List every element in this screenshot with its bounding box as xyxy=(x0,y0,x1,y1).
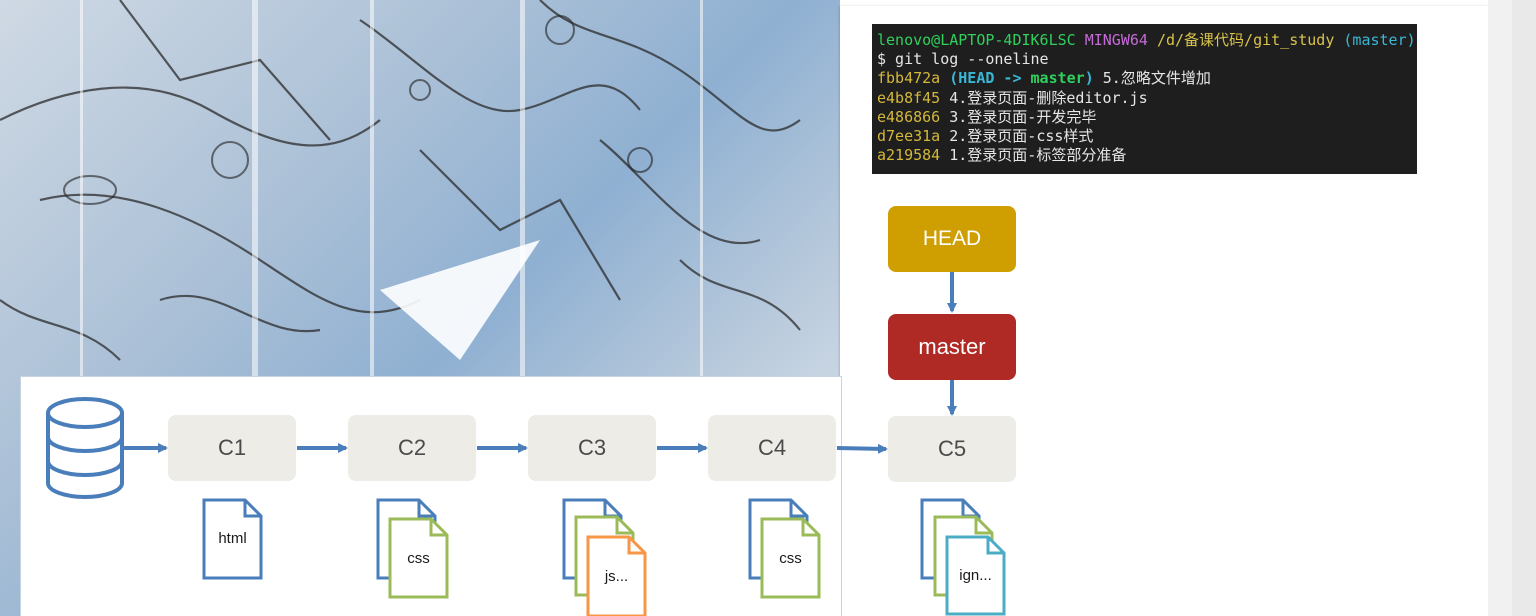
commit-c4: C4 xyxy=(708,415,836,481)
file-label-gitignore: ign... xyxy=(959,567,992,584)
log-line: e486866 3.登录页面-开发完毕 xyxy=(877,108,1417,127)
terminal-command: $ git log --oneline xyxy=(877,50,1049,69)
refs-close: ) xyxy=(1084,69,1094,88)
prompt-branch: (master) xyxy=(1343,31,1416,49)
commit-hash: a219584 xyxy=(877,146,941,165)
commit-hash: fbb472a xyxy=(877,69,941,88)
document-icon xyxy=(376,498,449,599)
document-icon xyxy=(748,498,821,599)
prompt-env: MINGW64 xyxy=(1084,31,1148,49)
commit-c1: C1 xyxy=(168,415,296,481)
file-label-css: css xyxy=(407,550,430,567)
head-ref: HEAD -> xyxy=(958,69,1022,88)
commit-message: 1.登录页面-标签部分准备 xyxy=(949,146,1127,165)
commit-message: 2.登录页面-css样式 xyxy=(949,127,1094,146)
file-label-html: html xyxy=(218,530,247,547)
commit-hash: e486866 xyxy=(877,107,941,126)
git-terminal: lenovo@LAPTOP-4DIK6LSC MINGW64 /d/备课代码/g… xyxy=(872,24,1417,174)
log-line: fbb472a (HEAD -> master) 5.忽略文件增加 xyxy=(877,69,1417,88)
commit-c5: C5 xyxy=(888,416,1016,482)
sketch-illustration xyxy=(0,0,801,361)
prompt-path: /d/备课代码/git_study xyxy=(1156,31,1335,49)
commit-message: 4.登录页面-删除editor.js xyxy=(949,88,1148,107)
head-pointer: HEAD xyxy=(888,206,1016,272)
terminal-prompt-line: lenovo@LAPTOP-4DIK6LSC MINGW64 /d/备课代码/g… xyxy=(877,31,1417,50)
scrollbar[interactable] xyxy=(1488,0,1536,616)
commit-hash: d7ee31a xyxy=(877,127,941,146)
log-line: e4b8f45 4.登录页面-删除editor.js xyxy=(877,89,1417,108)
log-line: d7ee31a 2.登录页面-css样式 xyxy=(877,127,1417,146)
commit-message: 3.登录页面-开发完毕 xyxy=(949,107,1097,126)
document-icon xyxy=(920,498,1006,616)
branch-ref: master xyxy=(1030,69,1085,88)
scrollbar-track[interactable] xyxy=(1512,0,1536,616)
log-line: a219584 1.登录页面-标签部分准备 xyxy=(877,146,1417,165)
commit-message: 5.忽略文件增加 xyxy=(1102,69,1211,88)
refs-open: ( xyxy=(949,69,959,88)
document-icon xyxy=(562,498,647,616)
commit-c3: C3 xyxy=(528,415,656,481)
file-label-js: js... xyxy=(604,568,629,585)
commit-c2: C2 xyxy=(348,415,476,481)
file-label-css: css xyxy=(779,550,802,567)
commit-hash: e4b8f45 xyxy=(877,88,941,107)
master-branch-pointer: master xyxy=(888,314,1016,380)
prompt-user: lenovo@LAPTOP-4DIK6LSC xyxy=(877,31,1076,49)
document-icon xyxy=(202,498,263,580)
database-icon xyxy=(46,397,124,499)
arrow-c4-to-c5 xyxy=(836,443,888,454)
